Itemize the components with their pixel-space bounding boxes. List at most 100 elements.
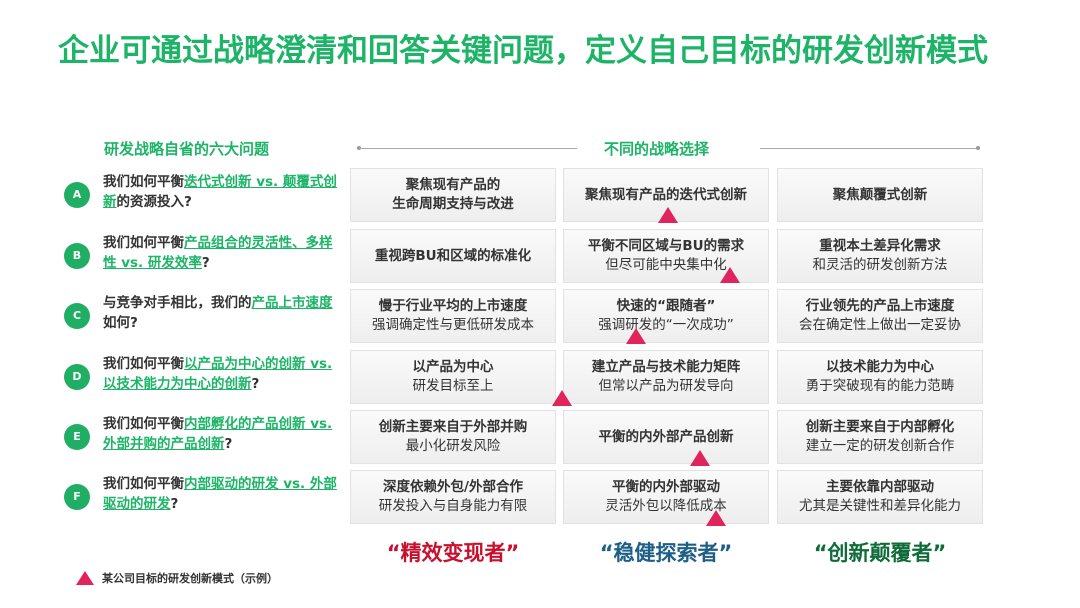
question-text: 我们如何平衡产品组合的灵活性、多样性 vs. 研发效率? (103, 233, 343, 273)
legend: 某公司目标的研发创新模式（示例） (76, 570, 278, 586)
strategy-choice-cell: 行业领先的产品上市速度会在确定性上做出一定妥协 (777, 289, 983, 343)
question-suffix: ? (251, 376, 260, 392)
question-prefix: 我们如何平衡 (103, 356, 184, 372)
question-suffix: ? (170, 496, 179, 512)
choice-subtitle: 研发目标至上 (412, 378, 494, 394)
target-marker-icon (658, 207, 678, 223)
choice-title: 聚焦现有产品的迭代式创新 (585, 186, 747, 203)
choice-subtitle: 建立一定的研发创新合作 (805, 438, 955, 454)
question-letter-badge: D (64, 364, 90, 390)
target-marker-icon (720, 267, 740, 283)
question-letter-badge: E (64, 424, 90, 450)
strategy-choice-cell: 重视跨BU和区域的标准化 (350, 229, 556, 283)
question-letter-badge: F (64, 484, 90, 510)
question-item: C 与竞争对手相比，我们的产品上市速度如何? (60, 291, 340, 345)
strategy-choice-cell: 快速的“跟随者” 强调研发的“一次成功” (563, 289, 769, 343)
choice-title: 创新主要来自于外部并购 (378, 419, 528, 435)
choice-title: 慢于行业平均的上市速度 (378, 298, 528, 314)
question-highlight: 以产品为中心的创新 vs. 以技术能力为中心的创新 (103, 356, 333, 392)
choice-subtitle: 会在确定性上做出一定妥协 (799, 317, 961, 333)
choice-title: 平衡的内外部驱动 (612, 479, 720, 495)
question-text: 我们如何平衡迭代式创新 vs. 颠覆式创新的资源投入? (103, 172, 343, 212)
question-prefix: 我们如何平衡 (103, 174, 184, 190)
question-suffix: ? (201, 255, 210, 271)
question-letter-badge: C (64, 303, 90, 329)
target-marker-icon (76, 571, 94, 585)
strategy-choice-cell: 以产品为中心研发目标至上 (350, 350, 556, 404)
question-highlight: 内部驱动的研发 vs. 外部驱动的研发 (103, 476, 337, 512)
strategy-choice-cell: 平衡的内外部产品创新 (563, 410, 769, 464)
question-item: D 我们如何平衡以产品为中心的创新 vs. 以技术能力为中心的创新? (60, 352, 340, 406)
choice-title: 以产品为中心 (412, 359, 494, 375)
target-marker-icon (706, 510, 726, 526)
question-item: F 我们如何平衡内部驱动的研发 vs. 外部驱动的研发? (60, 472, 340, 526)
choice-title: 行业领先的产品上市速度 (805, 298, 955, 314)
strategy-choice-cell: 深度依赖外包/外部合作研发投入与自身能力有限 (350, 470, 556, 524)
choice-title: 平衡不同区域与BU的需求 (587, 238, 745, 254)
choice-title: 主要依靠内部驱动 (826, 479, 934, 495)
question-letter-badge: B (64, 243, 90, 269)
choice-title: 创新主要来自于内部孵化 (805, 419, 955, 435)
choice-subtitle: 勇于突破现有的能力范畴 (805, 378, 955, 394)
choice-subtitle: 和灵活的研发创新方法 (812, 257, 948, 273)
choice-title: 快速的“跟随者” (616, 298, 716, 314)
question-highlight: 产品上市速度 (251, 295, 333, 311)
question-text: 我们如何平衡以产品为中心的创新 vs. 以技术能力为中心的创新? (103, 354, 343, 394)
target-marker-icon (552, 390, 572, 406)
choice-title: 聚焦颠覆式创新 (832, 186, 928, 203)
archetype-label: “精效变现者” (386, 541, 520, 565)
strategy-choice-cell: 重视本土差异化需求和灵活的研发创新方法 (777, 229, 983, 283)
choice-subtitle: 灵活外包以降低成本 (605, 498, 727, 514)
target-marker-icon (690, 450, 710, 466)
choice-subtitle: 研发投入与自身能力有限 (378, 498, 528, 514)
choice-title: 以技术能力为中心 (826, 359, 934, 375)
question-highlight: 内部孵化的产品创新 vs. 外部并购的产品创新 (103, 416, 333, 452)
question-suffix: ? (224, 436, 233, 452)
question-item: B 我们如何平衡产品组合的灵活性、多样性 vs. 研发效率? (60, 231, 340, 285)
choices-header: 不同的战略选择 (604, 140, 710, 158)
strategy-choice-cell: 主要依靠内部驱动尤其是关键性和差异化能力 (777, 470, 983, 524)
choice-title: 深度依赖外包/外部合作 (383, 479, 523, 495)
strategy-choice-cell: 聚焦现有产品的生命周期支持与改进 (350, 168, 556, 222)
strategy-choice-cell: 创新主要来自于外部并购最小化研发风险 (350, 410, 556, 464)
choice-subtitle: 强调确定性与更低研发成本 (372, 317, 534, 333)
choice-subtitle: 但尽可能中央集中化 (605, 257, 727, 273)
page-title: 企业可通过战略澄清和回答关键问题，定义自己目标的研发创新模式 (58, 33, 988, 69)
question-text: 我们如何平衡内部孵化的产品创新 vs. 外部并购的产品创新? (103, 414, 343, 454)
choice-title: 重视本土差异化需求 (819, 238, 941, 254)
question-suffix: 的资源投入? (116, 194, 192, 210)
question-prefix: 我们如何平衡 (103, 416, 184, 432)
question-highlight: 产品组合的灵活性、多样性 vs. 研发效率 (103, 235, 333, 271)
question-letter-badge: A (64, 182, 90, 208)
question-highlight: 迭代式创新 vs. 颠覆式创新 (103, 174, 337, 210)
question-item: A 我们如何平衡迭代式创新 vs. 颠覆式创新的资源投入? (60, 170, 340, 224)
strategy-choice-cell: 聚焦颠覆式创新 (777, 168, 983, 222)
question-text: 与竞争对手相比，我们的产品上市速度如何? (103, 293, 343, 333)
question-prefix: 我们如何平衡 (103, 476, 184, 492)
choice-subtitle: 但常以产品为研发导向 (598, 378, 734, 394)
choice-subtitle: 生命周期支持与改进 (392, 196, 514, 212)
choice-subtitle: 强调研发的“一次成功” (598, 317, 734, 333)
divider-line (359, 148, 577, 149)
question-prefix: 我们如何平衡 (103, 235, 184, 251)
choice-subtitle: 最小化研发风险 (405, 438, 501, 454)
choice-title: 重视跨BU和区域的标准化 (374, 247, 532, 264)
question-text: 我们如何平衡内部驱动的研发 vs. 外部驱动的研发? (103, 474, 343, 514)
strategy-choice-cell: 平衡不同区域与BU的需求但尽可能中央集中化 (563, 229, 769, 283)
target-marker-icon (626, 328, 646, 344)
choice-title: 平衡的内外部产品创新 (598, 428, 734, 445)
archetype-label: “稳健探索者” (599, 541, 733, 565)
archetype-label: “创新颠覆者” (813, 541, 947, 565)
strategy-choice-cell: 创新主要来自于内部孵化建立一定的研发创新合作 (777, 410, 983, 464)
question-suffix: 如何? (103, 315, 138, 331)
strategy-choice-cell: 平衡的内外部驱动灵活外包以降低成本 (563, 470, 769, 524)
strategy-choice-cell: 以技术能力为中心勇于突破现有的能力范畴 (777, 350, 983, 404)
questions-header: 研发战略自省的六大问题 (104, 140, 270, 158)
legend-label: 某公司目标的研发创新模式（示例） (102, 572, 278, 585)
strategy-choice-cell: 慢于行业平均的上市速度强调确定性与更低研发成本 (350, 289, 556, 343)
divider-dot (976, 146, 980, 150)
strategy-choice-cell: 建立产品与技术能力矩阵但常以产品为研发导向 (563, 350, 769, 404)
choice-title: 聚焦现有产品的 (405, 177, 501, 193)
choice-title: 建立产品与技术能力矩阵 (591, 359, 741, 375)
choice-subtitle: 尤其是关键性和差异化能力 (799, 498, 961, 514)
